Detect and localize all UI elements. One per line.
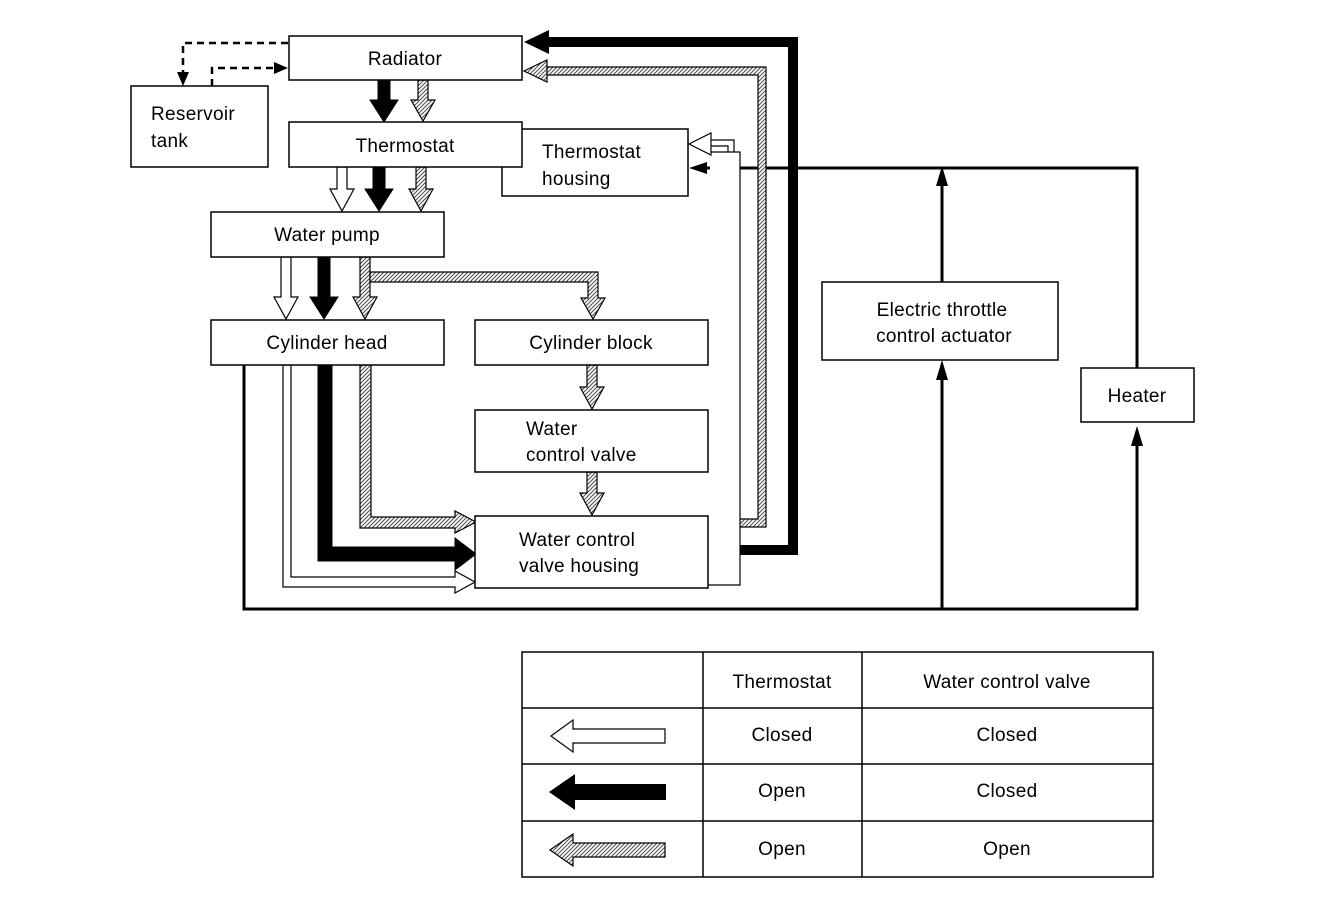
thermostat-box: Thermostat — [288, 121, 523, 168]
valve-to-housing-arrow — [578, 471, 606, 517]
legend-header-water-control-valve: Water control valve — [923, 672, 1091, 693]
electric-throttle-label-line1: Electric throttle — [877, 300, 1008, 321]
water-control-valve-box: Water control valve — [474, 409, 709, 473]
water-control-valve-label-line1: Water — [526, 419, 578, 440]
cylinder-head-box: Cylinder head — [210, 319, 445, 366]
thermostat-to-pump-arrows — [328, 166, 435, 213]
reservoir-tank-label-line2: tank — [151, 131, 188, 152]
water-control-valve-housing-box: Water control valve housing — [474, 515, 709, 589]
water-control-valve-housing-label-line2: valve housing — [519, 556, 639, 577]
pump-to-block-arrow — [369, 271, 607, 321]
legend-white-arrow-icon — [549, 718, 666, 754]
reservoir-tank-box: Reservoir tank — [130, 85, 269, 168]
return-white-flow — [687, 132, 741, 586]
thermostat-housing-label-line1: Thermostat — [542, 142, 642, 163]
legend-row-white: Closed Closed — [549, 718, 1038, 754]
water-control-valve-label-line2: control valve — [526, 445, 637, 466]
water-control-valve-housing-label-line1: Water control — [519, 530, 635, 551]
radiator-box: Radiator — [288, 35, 523, 81]
legend-row-hatched: Open Open — [548, 832, 1031, 868]
legend-row1-thermostat: Closed — [752, 725, 813, 746]
legend-table: Thermostat Water control valve Closed Cl… — [521, 651, 1154, 878]
water-pump-label: Water pump — [274, 225, 380, 246]
legend-row-black: Open Closed — [549, 774, 1037, 810]
radiator-to-thermostat-arrows — [369, 79, 437, 123]
legend-row3-thermostat: Open — [758, 839, 806, 860]
legend-hatched-arrow-icon — [548, 832, 666, 868]
legend-row2-water-control-valve: Closed — [977, 781, 1038, 802]
reservoir-tank-label-line1: Reservoir — [151, 104, 235, 125]
water-pump-box: Water pump — [210, 211, 445, 258]
thermostat-housing-label-line2: housing — [542, 169, 611, 190]
cylinder-block-label: Cylinder block — [529, 333, 653, 354]
pump-to-head-arrows — [272, 256, 379, 321]
legend-row1-water-control-valve: Closed — [977, 725, 1038, 746]
thermostat-label: Thermostat — [355, 136, 455, 157]
legend-row2-thermostat: Open — [758, 781, 806, 802]
cylinder-block-box: Cylinder block — [474, 319, 709, 366]
legend-header-thermostat: Thermostat — [732, 672, 832, 693]
legend-black-arrow-icon — [549, 774, 666, 810]
return-black-flow — [524, 30, 798, 555]
block-to-valve-arrow — [578, 364, 606, 411]
heater-label: Heater — [1108, 386, 1167, 407]
head-to-housing-arrows — [282, 364, 478, 595]
bypass-lines — [242, 162, 1143, 611]
heater-box: Heater — [1080, 367, 1195, 423]
electric-throttle-label-line2: control actuator — [876, 326, 1012, 347]
radiator-label: Radiator — [368, 49, 443, 70]
thermostat-housing-box: Thermostat housing — [501, 128, 689, 197]
reservoir-lines — [177, 41, 288, 86]
electric-throttle-control-actuator-box: Electric throttle control actuator — [821, 281, 1059, 361]
legend-row3-water-control-valve: Open — [983, 839, 1031, 860]
cylinder-head-label: Cylinder head — [266, 333, 387, 354]
